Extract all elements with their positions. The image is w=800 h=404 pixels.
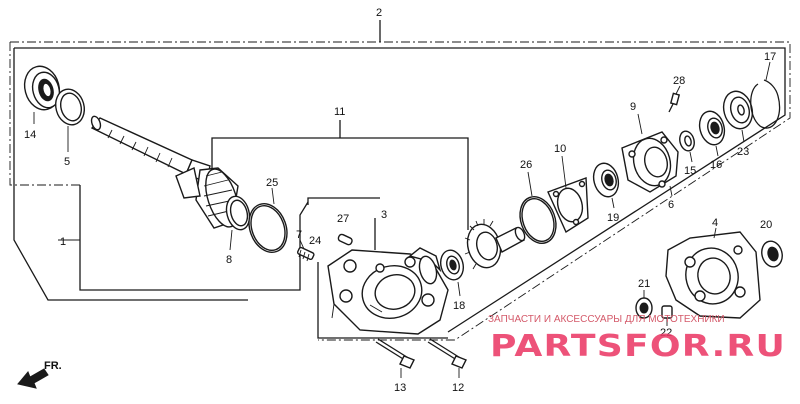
part-22-drain-bolt: [661, 305, 673, 326]
part-21-seal: [635, 290, 653, 319]
callout-14: 14: [24, 129, 36, 141]
callout-26: 26: [520, 159, 532, 171]
callout-16: 16: [710, 159, 722, 171]
part-7-24-pins: [297, 239, 315, 262]
callout-22: 22: [660, 327, 672, 339]
callout-15: 15: [684, 165, 696, 177]
part-16-bearing: [698, 110, 726, 157]
callout-9: 9: [630, 101, 636, 113]
callout-17: 17: [764, 51, 776, 63]
callout-21: 21: [638, 278, 650, 290]
part-28-bolt: [668, 85, 681, 113]
callout-6: 6: [668, 199, 674, 211]
part-15-nut: [679, 130, 695, 163]
part-12-bolt: [427, 338, 467, 378]
part-11-pinion-shaft: [90, 115, 239, 229]
front-direction-label: FR.: [44, 360, 62, 372]
callout-24: 24: [309, 235, 321, 247]
callout-1: 1: [60, 236, 66, 248]
part-17-circlip: [750, 61, 781, 129]
callout-4: 4: [712, 217, 718, 229]
callout-12: 12: [452, 382, 464, 394]
assembly-frame: [9, 20, 791, 341]
part-25-o-ring: [248, 187, 288, 253]
front-direction-arrow: FR.: [17, 360, 62, 389]
callout-20: 20: [760, 219, 772, 231]
callout-19: 19: [607, 212, 619, 224]
watermark-tagline: ЗАПЧАСТИ И АКСЕССУАРЫ ДЛЯ МОТОТЕХНИКИ: [488, 314, 725, 325]
part-5-shim: [54, 88, 86, 152]
callout-2: 2: [376, 7, 382, 19]
part-13-bolt: [375, 338, 415, 378]
ring-gear: [464, 219, 526, 270]
callout-11: 11: [334, 106, 345, 118]
part-19-bearing: [592, 162, 620, 209]
watermark-logo-text: PARTSFOR.RU: [490, 329, 786, 364]
callout-28: 28: [673, 75, 685, 87]
part-18-bearing: [439, 249, 465, 297]
part-9-bearing-holder: [621, 113, 679, 197]
part-23-seal: [722, 90, 754, 143]
part-26-o-ring: [519, 171, 557, 244]
part-20-seal: [761, 240, 783, 268]
callout-23: 23: [737, 146, 749, 158]
callout-labels: 2 11 14 5 1 8 25 7 24 27 3 18 26 10 19 9…: [24, 7, 776, 394]
part-8-shim: [225, 195, 251, 251]
callout-3: 3: [381, 209, 387, 221]
part-3-gear-case: [327, 247, 449, 335]
part-10-gasket: [547, 155, 589, 234]
callout-5: 5: [64, 156, 70, 168]
part-4-case-cover: [665, 227, 761, 319]
callout-8: 8: [226, 254, 232, 266]
callout-27: 27: [337, 213, 349, 225]
part-14-oil-seal: [23, 65, 61, 124]
callout-25: 25: [266, 177, 278, 189]
callout-7: 7: [296, 229, 302, 241]
watermark: ЗАПЧАСТИ И АКСЕССУАРЫ ДЛЯ МОТОТЕХНИКИ PA…: [488, 314, 786, 364]
callout-10: 10: [554, 143, 566, 155]
callout-13: 13: [394, 382, 406, 394]
callout-18: 18: [453, 300, 465, 312]
part-27-dowel-pin: [337, 233, 353, 246]
